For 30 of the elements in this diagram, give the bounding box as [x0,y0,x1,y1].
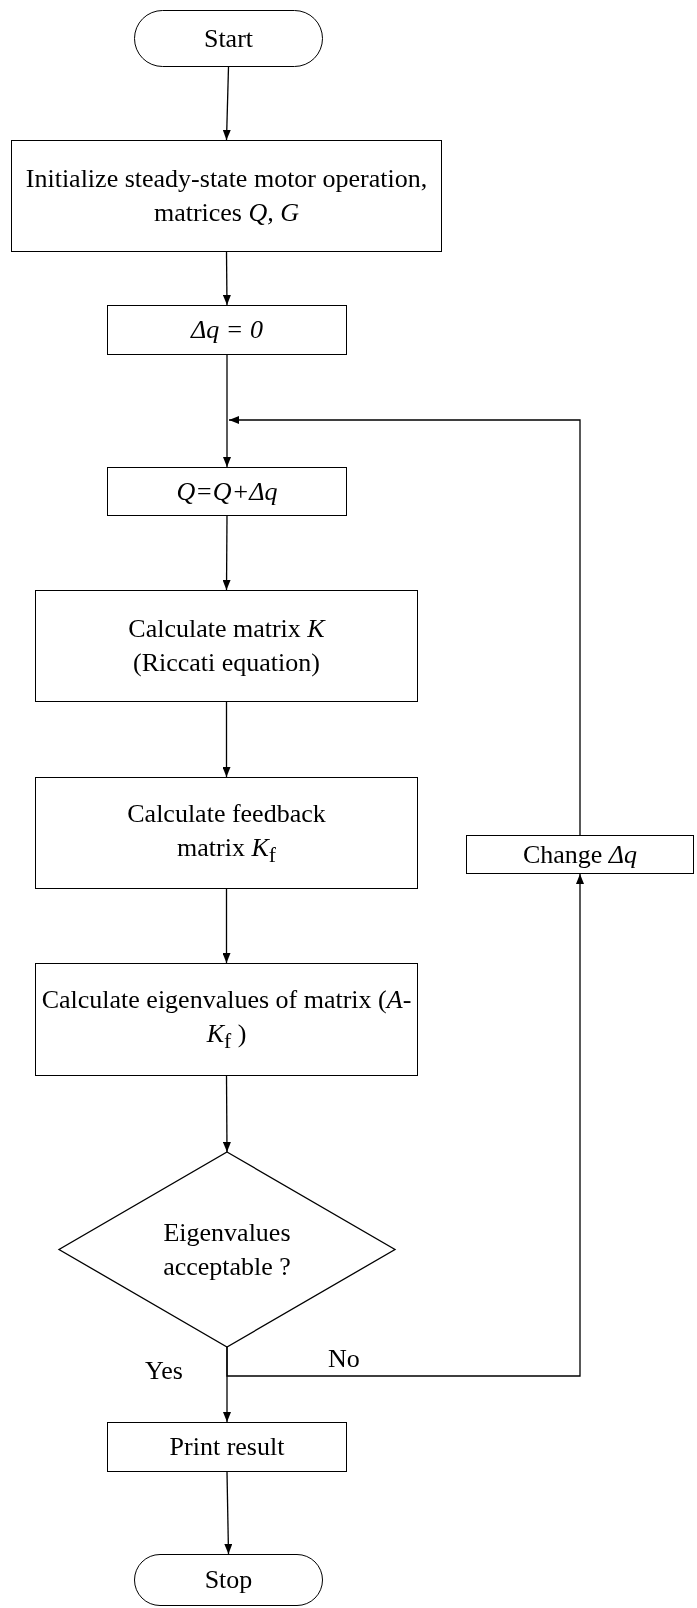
node-text: Q=Q+Δq [176,475,278,508]
arrow [223,354,231,468]
node-text: Calculate matrix K (Riccati equation) [127,613,327,679]
process-box [35,963,418,1076]
arrow [222,888,231,964]
process-box [107,1422,347,1472]
process-box [35,590,418,702]
arrow [222,1075,231,1153]
arrow [222,701,231,778]
arrow [226,873,584,1377]
node-text: Change Δq [522,838,638,871]
arrow [224,1471,233,1555]
node-text: Calculate feedback matrix K$_{f}$ [126,797,327,869]
node-text: Stop [204,1564,253,1597]
node-text: Initialize steady-state motor operation, matrices Q, G [24,163,429,229]
process-box [35,777,418,889]
node-text: Eigenvalues acceptable ? [162,1216,292,1283]
node-text: Print result [169,1431,285,1464]
process-box [11,140,442,252]
node-text: Start [203,22,254,55]
arrow [228,416,581,836]
node-text: Calculate eigenvalues of matrix (A- K$_{f}$ ) [40,984,413,1056]
process-box [466,835,694,874]
node-text: Δq = 0 [191,314,263,347]
process-box [107,467,347,516]
arrow [222,515,231,591]
arrow [222,251,231,306]
arrow [222,66,231,141]
process-box [107,305,347,355]
decision-diamond [57,1151,397,1348]
